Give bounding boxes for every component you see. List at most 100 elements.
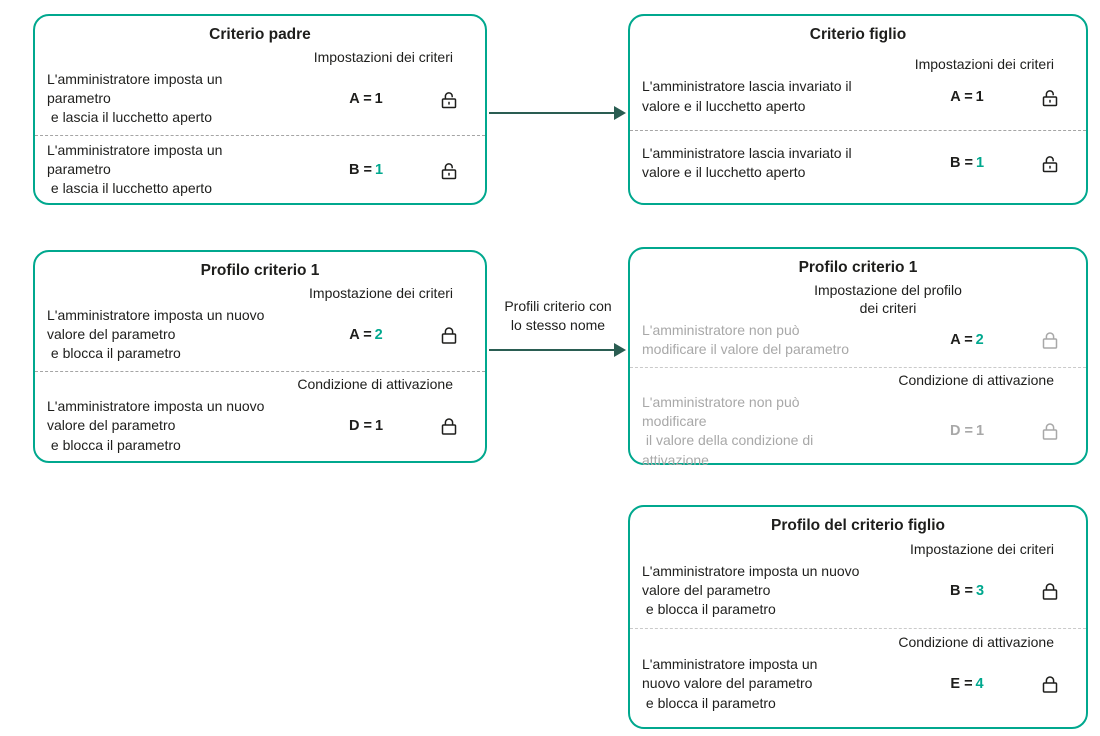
lock-open-icon xyxy=(421,88,477,110)
section-header: Impostazioni dei criteri xyxy=(914,56,1054,73)
setting-value: E =4 xyxy=(912,676,1022,692)
setting-value: A =2 xyxy=(311,327,421,343)
setting-description: L'amministratore lascia invariato il val… xyxy=(642,144,852,181)
arrow-padre-to-figlio xyxy=(489,105,626,121)
box-body: Impostazione del profilo dei criteri L'a… xyxy=(630,278,1086,477)
section-header: Impostazione del profilo dei criteri xyxy=(814,281,962,316)
box-profilo-criterio-1-figlio: Profilo criterio 1 Impostazione del prof… xyxy=(628,247,1088,468)
setting-value: D =1 xyxy=(912,423,1022,439)
setting-section: Condizione di attivazione L'amministrato… xyxy=(35,370,485,462)
setting-value: A =2 xyxy=(912,332,1022,348)
setting-row: L'amministratore imposta un parametro e … xyxy=(35,139,485,201)
setting-description: L'amministratore imposta un nuovo valore… xyxy=(642,562,860,618)
lock-closed-icon xyxy=(421,415,477,437)
value-label: B = xyxy=(949,155,973,172)
box-body: Impostazione dei criteri L'amministrator… xyxy=(630,536,1086,721)
setting-value: A =1 xyxy=(912,89,1022,105)
setting-value: B =1 xyxy=(912,155,1022,171)
box-title: Profilo del criterio figlio xyxy=(771,517,945,534)
setting-section: Condizione di attivazione L'amministrato… xyxy=(630,627,1086,721)
setting-row: L'amministratore lascia invariato il val… xyxy=(630,75,1086,118)
setting-description: L'amministratore non può modificare il v… xyxy=(642,393,814,468)
setting-row: L'amministratore imposta un nuovo valore… xyxy=(35,304,485,366)
box-profilo-criterio-1: Profilo criterio 1 Impostazione dei crit… xyxy=(33,250,487,463)
value-number: 1 xyxy=(374,417,384,434)
lock-closed-icon xyxy=(1022,329,1078,351)
section-header: Impostazione dei criteri xyxy=(910,540,1054,557)
setting-value: A =1 xyxy=(311,91,421,107)
arrow-head-icon xyxy=(614,343,626,357)
setting-section: Impostazione dei criteri L'amministrator… xyxy=(35,281,485,371)
value-number: 1 xyxy=(374,90,383,107)
setting-description: L'amministratore non può modificare il v… xyxy=(642,321,849,358)
box-body: Impostazioni dei criteri L'amministrator… xyxy=(630,45,1086,197)
value-number: 2 xyxy=(374,326,383,343)
setting-section: Impostazioni dei criteri L'amministrator… xyxy=(630,45,1086,131)
value-number: 2 xyxy=(975,332,984,349)
value-label: B = xyxy=(949,582,973,599)
setting-section: Impostazioni dei criteri L'amministrator… xyxy=(35,45,485,135)
box-body: Impostazioni dei criteri L'amministrator… xyxy=(35,45,485,206)
setting-section: L'amministratore lascia invariato il val… xyxy=(630,130,1086,197)
value-number: 1 xyxy=(975,88,984,105)
box-title: Criterio padre xyxy=(209,26,311,43)
value-label: E = xyxy=(950,675,973,692)
value-number: 4 xyxy=(975,675,984,692)
value-number: 1 xyxy=(374,161,384,178)
lock-closed-icon xyxy=(421,324,477,346)
box-criterio-padre: Criterio padre Impostazioni dei criteri … xyxy=(33,14,487,205)
value-label: A = xyxy=(349,326,372,343)
setting-section: Condizione di attivazione L'amministrato… xyxy=(630,366,1086,477)
setting-value: B =1 xyxy=(311,162,421,178)
setting-description: L'amministratore imposta un parametro e … xyxy=(47,141,223,197)
setting-description: L'amministratore imposta un nuovo valore… xyxy=(47,306,265,362)
lock-open-icon xyxy=(1022,152,1078,174)
section-header: Impostazioni dei criteri xyxy=(313,48,453,65)
setting-section: Impostazione del profilo dei criteri L'a… xyxy=(630,278,1086,367)
setting-row: L'amministratore imposta un parametro e … xyxy=(35,68,485,130)
value-number: 3 xyxy=(975,582,985,599)
box-title: Profilo criterio 1 xyxy=(798,259,918,276)
arrow-line xyxy=(489,348,614,352)
setting-description: L'amministratore imposta un parametro e … xyxy=(47,70,223,126)
setting-value: D =1 xyxy=(311,418,421,434)
value-label: D = xyxy=(949,423,973,440)
setting-row: L'amministratore imposta un nuovo valore… xyxy=(35,395,485,457)
setting-row: L'amministratore non può modificare il v… xyxy=(630,391,1086,472)
setting-description: L'amministratore imposta un nuovo valore… xyxy=(47,397,265,453)
arrow-line xyxy=(489,111,614,115)
value-number: 1 xyxy=(975,155,985,172)
setting-section: Impostazione dei criteri L'amministrator… xyxy=(630,536,1086,628)
value-number: 1 xyxy=(975,423,985,440)
setting-description: L'amministratore lascia invariato il val… xyxy=(642,78,852,114)
setting-section: L'amministratore imposta un parametro e … xyxy=(35,134,485,206)
lock-open-icon xyxy=(421,159,477,181)
value-label: A = xyxy=(349,90,372,107)
lock-closed-icon xyxy=(1022,580,1078,602)
value-label: A = xyxy=(950,332,973,349)
lock-closed-icon xyxy=(1022,673,1078,695)
box-title: Criterio figlio xyxy=(809,26,907,43)
arrow-label: Profili criterio con lo stesso nome xyxy=(504,298,612,333)
setting-row: L'amministratore imposta un nuovo valore… xyxy=(630,560,1086,622)
box-body: Impostazione dei criteri L'amministrator… xyxy=(35,281,485,462)
box-profilo-criterio-figlio: Profilo del criterio figlio Impostazione… xyxy=(628,505,1088,729)
value-label: D = xyxy=(348,417,372,434)
section-header: Impostazione dei criteri xyxy=(309,284,453,301)
lock-closed-icon xyxy=(1022,420,1078,442)
setting-row: L'amministratore imposta un nuovo valore… xyxy=(630,653,1086,715)
lock-open-icon xyxy=(1022,86,1078,108)
setting-row: L'amministratore lascia invariato il val… xyxy=(630,142,1086,185)
setting-value: B =3 xyxy=(912,583,1022,599)
box-criterio-figlio: Criterio figlio Impostazioni dei criteri… xyxy=(628,14,1088,205)
section-header: Condizione di attivazione xyxy=(898,633,1054,650)
setting-description: L'amministratore imposta un nuovo valore… xyxy=(642,656,818,711)
arrow-head-icon xyxy=(614,106,626,120)
value-label: A = xyxy=(950,88,973,105)
arrow-profilo-to-figlio xyxy=(489,342,626,358)
setting-row: L'amministratore non può modificare il v… xyxy=(630,319,1086,362)
section-header: Condizione di attivazione xyxy=(898,371,1054,388)
section-header: Condizione di attivazione xyxy=(297,375,453,392)
box-title: Profilo criterio 1 xyxy=(200,262,320,279)
